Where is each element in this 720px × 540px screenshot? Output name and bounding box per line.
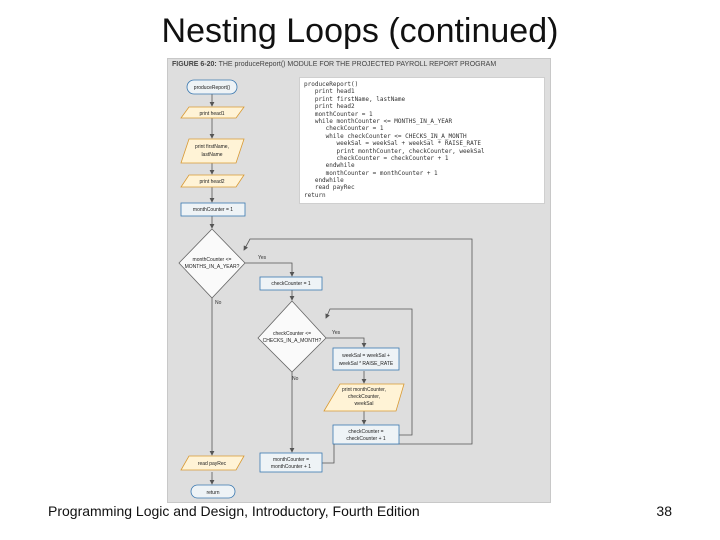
end-label: return — [206, 490, 219, 496]
slide-footer: Programming Logic and Design, Introducto… — [48, 503, 420, 519]
code-line: weekSal = weekSal + weekSal * RAISE_RATE — [304, 140, 482, 148]
process-init-check-label: checkCounter = 1 — [271, 281, 311, 287]
code-line: endwhile — [304, 162, 355, 170]
io-print-output — [323, 383, 405, 412]
pseudocode-panel: produceReport() print head1 print firstN… — [299, 77, 545, 204]
io-print-head1 — [180, 106, 245, 119]
slide-title: Nesting Loops (continued) — [161, 12, 559, 50]
edge-label-yes: Yes — [332, 330, 341, 336]
start-label: produceReport() — [194, 85, 231, 91]
process-inc-check-label-1: checkCounter = — [348, 429, 383, 435]
io-print-head2-label: print head2 — [199, 179, 224, 185]
process-init-month — [180, 202, 246, 217]
process-calc-weeksal — [332, 347, 400, 371]
io-print-name-label-1: print firstName, — [195, 144, 229, 150]
decision-check-label-2: CHECKS_IN_A_MONTH? — [263, 338, 322, 344]
io-print-output-label-1: print monthCounter, — [342, 387, 386, 393]
process-init-check — [259, 276, 323, 291]
connector-check-yes — [326, 337, 367, 348]
end-terminator — [190, 484, 236, 499]
decision-month — [178, 228, 246, 299]
process-calc-label-1: weekSal = weekSal + — [342, 353, 390, 359]
io-print-head1-label: print head1 — [199, 111, 224, 117]
process-init-month-label: monthCounter = 1 — [193, 207, 233, 213]
decision-month-label-1: monthCounter <= — [193, 257, 232, 263]
decision-month-label-2: MONTHS_IN_A_YEAR? — [185, 264, 240, 270]
edge-label-yes: Yes — [258, 255, 267, 261]
code-line: checkCounter = checkCounter + 1 — [304, 154, 449, 162]
decision-check — [257, 300, 327, 373]
connector-check-loop — [325, 308, 413, 436]
decision-check-label-1: checkCounter <= — [273, 331, 311, 337]
process-inc-check-label-2: checkCounter + 1 — [346, 436, 386, 442]
io-print-name — [180, 138, 245, 164]
io-print-output-label-3: weekSal — [355, 401, 374, 407]
edge-label-no: No — [215, 300, 222, 306]
io-print-head2 — [180, 174, 245, 188]
code-line: print head1 — [304, 88, 355, 96]
connector-month-loop — [243, 238, 473, 464]
process-inc-month — [259, 452, 323, 473]
io-read-payrec-label: read payRec — [198, 461, 227, 467]
code-line: print monthCounter, checkCounter, weekSa… — [304, 147, 485, 155]
start-terminator — [186, 79, 238, 95]
flow-connectors — [209, 94, 473, 485]
figure-label: FIGURE 6-20: — [172, 61, 217, 68]
process-inc-month-label-2: monthCounter + 1 — [271, 464, 311, 470]
io-print-name-label-2: lastName — [201, 152, 222, 158]
connector-month-yes — [245, 262, 295, 277]
code-line: endwhile — [304, 177, 344, 185]
figure-caption-text: THE produceReport() MODULE FOR THE PROJE… — [218, 61, 497, 68]
io-print-output-label-2: checkCounter, — [348, 394, 380, 400]
code-line: while monthCounter <= MONTHS_IN_A_YEAR — [304, 117, 453, 125]
edge-label-no: No — [292, 376, 299, 382]
process-inc-check — [332, 424, 400, 445]
process-inc-month-label-1: monthCounter = — [273, 457, 309, 463]
io-read-payrec — [180, 455, 245, 471]
code-line: monthCounter = 1 — [304, 110, 373, 118]
code-line: produceReport() — [304, 81, 359, 88]
code-line: while checkCounter <= CHECKS_IN_A_MONTH — [304, 132, 467, 140]
code-line: print head2 — [304, 103, 355, 111]
code-line: print firstName, lastName — [304, 95, 406, 103]
code-line: read payRec — [304, 184, 355, 192]
code-line: checkCounter = 1 — [304, 125, 384, 133]
process-calc-label-2: weekSal * RAISE_RATE — [339, 361, 394, 367]
figure-caption: FIGURE 6-20: THE produceReport() MODULE … — [172, 61, 496, 68]
code-line: monthCounter = monthCounter + 1 — [304, 169, 438, 177]
page-number: 38 — [656, 503, 672, 519]
code-line: return — [304, 191, 326, 199]
